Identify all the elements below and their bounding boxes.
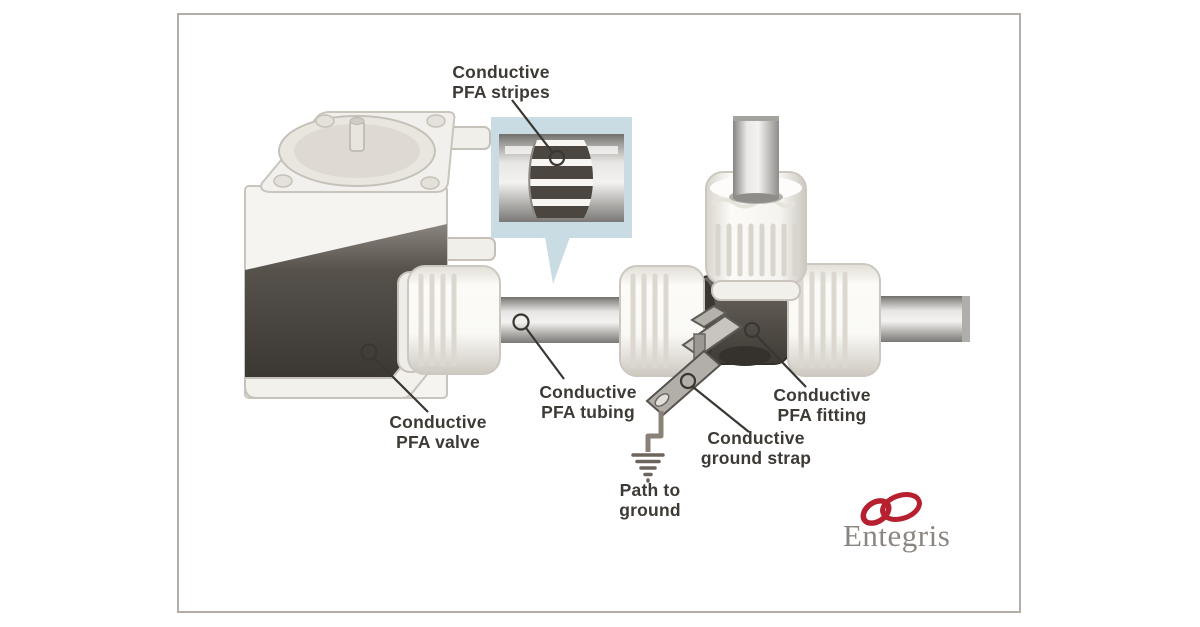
label-conductive-pfa-fitting: Conductive PFA fitting — [742, 385, 902, 426]
label-line: ground — [619, 500, 681, 521]
label-conductive-pfa-valve: Conductive PFA valve — [358, 412, 518, 453]
label-line: PFA tubing — [541, 402, 635, 423]
entegris-rings-icon — [860, 492, 922, 526]
label-line: Conductive — [389, 412, 487, 432]
label-conductive-pfa-tubing: Conductive PFA tubing — [508, 382, 668, 423]
entegris-logo: Entegris — [843, 487, 983, 561]
label-line: Conductive — [452, 62, 550, 82]
leader-lines — [360, 99, 807, 433]
fitting-nut — [407, 265, 501, 375]
label-path-to-ground: Path to ground — [570, 480, 730, 521]
fitting-nut — [619, 265, 705, 377]
label-conductive-ground-strap: Conductive ground strap — [676, 428, 836, 469]
label-line: Conductive — [539, 382, 637, 402]
label-line: ground strap — [700, 448, 812, 469]
label-conductive-pfa-stripes: Conductive PFA stripes — [421, 62, 581, 103]
ground-strap-illustration — [631, 304, 743, 483]
pfa-tee-fitting-illustration — [397, 116, 881, 377]
label-line: Path to — [619, 480, 681, 500]
stripes-callout — [491, 117, 632, 284]
fitting-nut — [787, 263, 881, 377]
label-line: PFA valve — [396, 432, 480, 453]
label-line: PFA stripes — [452, 82, 550, 103]
entegris-wordmark: Entegris — [843, 518, 951, 553]
earth-ground-icon — [631, 453, 665, 483]
valve-dark-band — [245, 224, 447, 378]
label-line: PFA fitting — [777, 405, 867, 426]
label-line: Conductive — [707, 428, 805, 448]
label-line: Conductive — [773, 385, 871, 405]
